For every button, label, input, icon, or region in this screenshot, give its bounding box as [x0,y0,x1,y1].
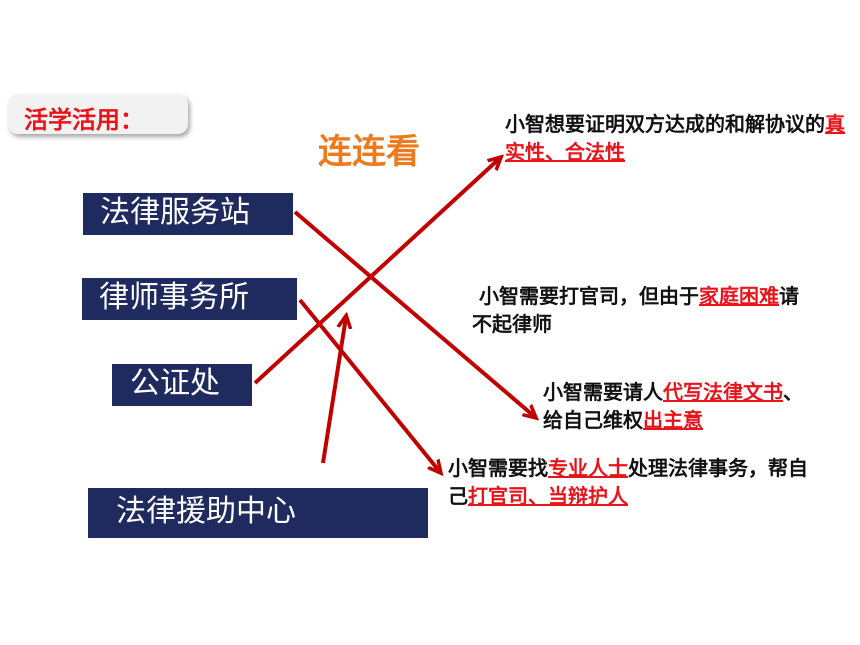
desc-text: 请不起律师 [472,284,799,336]
description-service-station: 小智需要请人代写法律文书、给自己维权出主意 [543,378,803,434]
desc-highlight: 专业人士 [548,456,628,480]
description-law-firm: 小智需要找专业人士处理法律事务，帮自己打官司、当辩护人 [448,454,808,510]
arrow-notary-to-agreement [253,158,500,385]
section-badge: 活学活用： [8,94,188,134]
box-notary-office: 公证处 [112,364,252,406]
desc-highlight: 代写法律文书 [663,380,783,404]
description-legal-aid: 小智需要打官司，但由于家庭困难请不起律师 [472,282,812,338]
box-legal-service-station: 法律服务站 [83,193,293,235]
desc-text: 小智想要证明双方达成的和解协议的 [505,112,825,136]
desc-text: 、给自己维权 [543,380,803,432]
box-law-firm: 律师事务所 [82,278,297,320]
arrow-law-firm-to-professional [298,298,440,472]
desc-highlight: 家庭困难 [698,284,779,308]
desc-text: 小智需要找 [448,456,548,480]
desc-text: 小智需要打官司，但由于 [478,284,699,308]
box-legal-aid-center: 法律援助中心 [88,488,428,538]
desc-text: 处理法律事务，帮自己 [448,456,808,508]
arrow-service-station-to-writing [293,210,535,417]
arrow-legal-aid-to-poverty [321,317,346,464]
desc-highlight: 真实性、合法性 [505,112,845,164]
desc-text: 小智需要请人 [543,380,663,404]
description-notary: 小智想要证明双方达成的和解协议的真实性、合法性 [505,110,860,166]
page-title: 连连看 [318,132,420,172]
desc-highlight: 出主意 [643,408,703,432]
section-badge-label: 活学活用： [24,106,144,134]
desc-highlight: 打官司、当辩护人 [468,484,628,508]
